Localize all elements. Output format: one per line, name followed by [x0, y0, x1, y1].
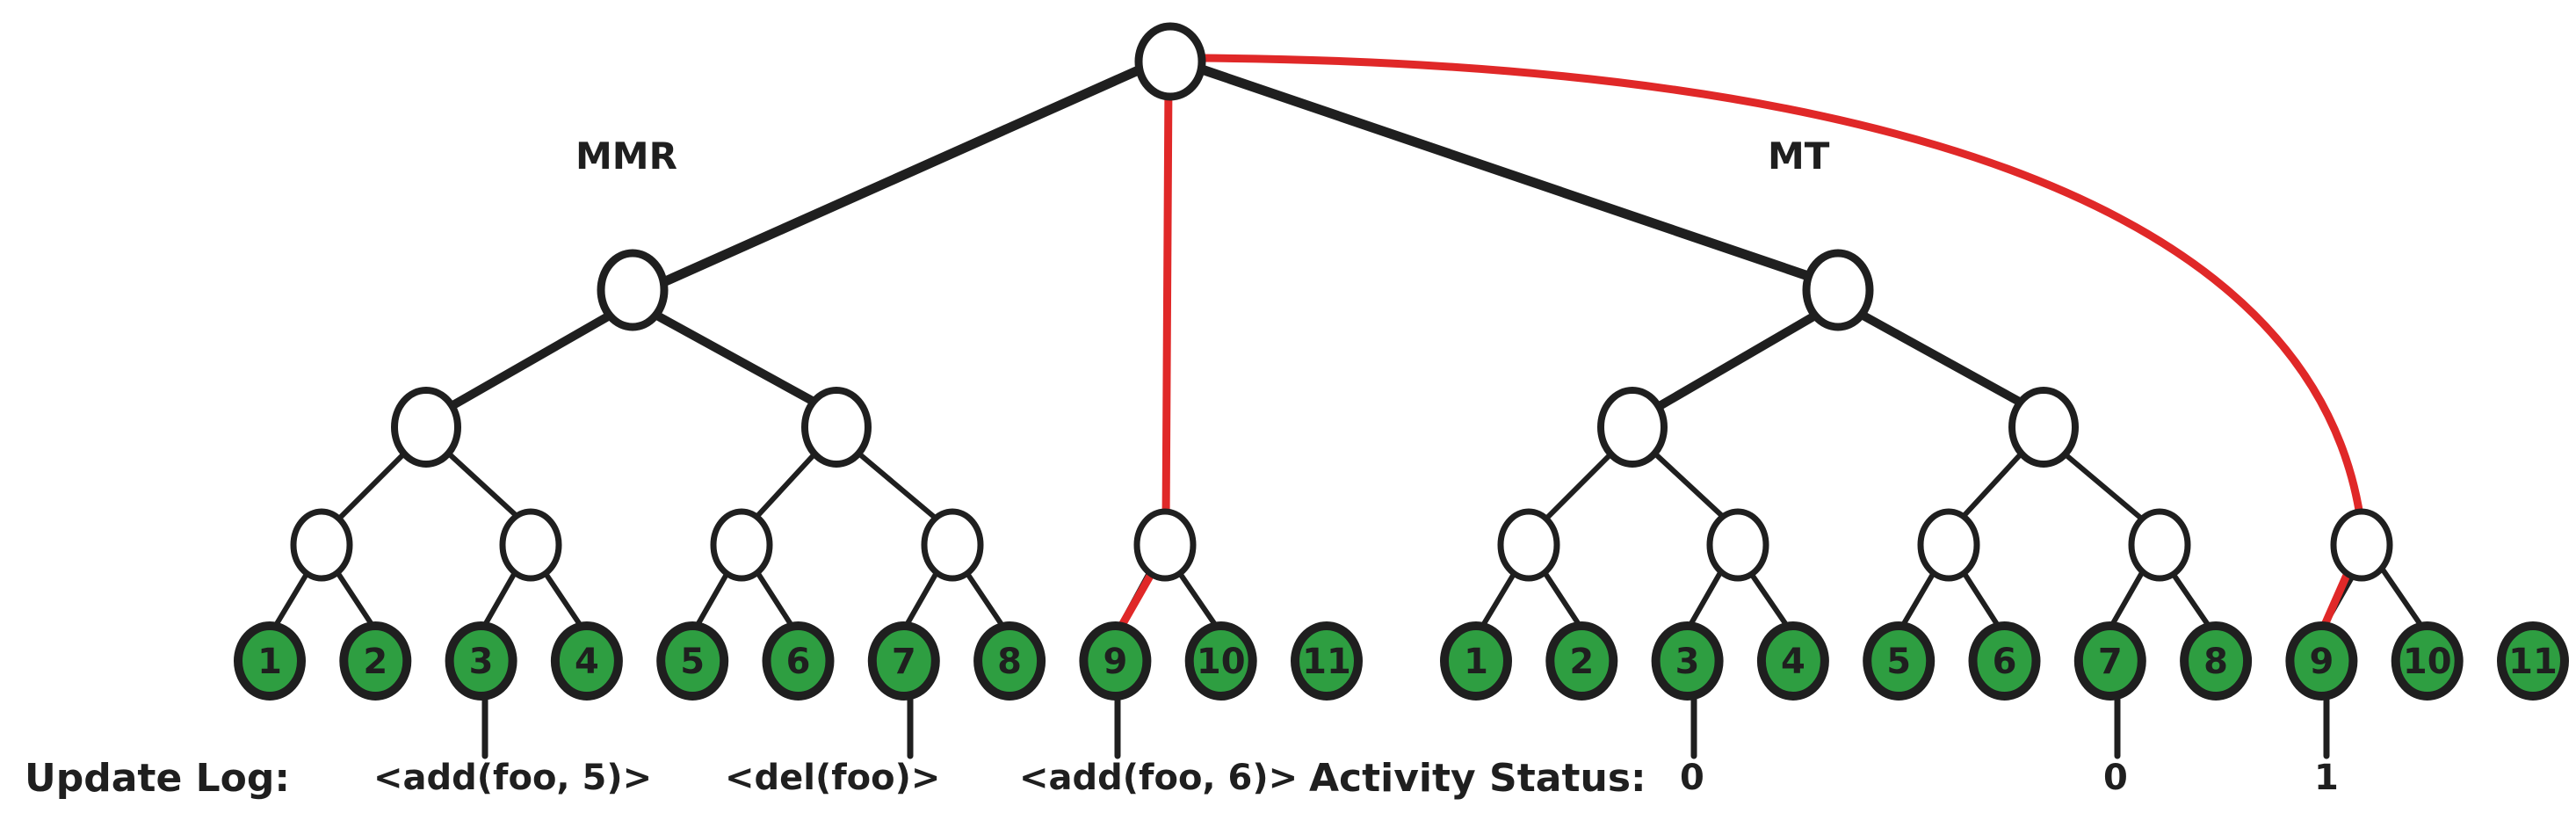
mmr-node-l3-d	[921, 508, 984, 582]
mmr-edges	[270, 63, 1222, 634]
mt-leaf-3[interactable]	[1651, 621, 1724, 701]
mt-leaf-label-9: 9	[2309, 642, 2334, 682]
mmr-internal-nodes[interactable]	[290, 249, 1197, 582]
mmr-leaf-2[interactable]	[339, 621, 412, 701]
mmr-node-l3-a	[290, 508, 353, 582]
mt-leaf-label-11: 11	[2508, 642, 2558, 682]
label-mmr: MMR	[575, 134, 677, 178]
mt-leaf-label-8: 8	[2203, 642, 2228, 682]
mmr-leaf-8[interactable]	[973, 621, 1046, 701]
mmr-node-l3-c	[710, 508, 773, 582]
label-mt: MT	[1768, 134, 1830, 178]
mt-node-l3-d	[2128, 508, 2191, 582]
mmr-leaf-3[interactable]	[445, 621, 517, 701]
mmr-leaf-label-1: 1	[257, 642, 282, 682]
update-log-entry-3: <add(foo, 6)>	[1019, 758, 1298, 798]
mt-leaf-label-4: 4	[1781, 642, 1805, 682]
mmr-leaf-4[interactable]	[550, 621, 623, 701]
activity-status-entry-2: 0	[2103, 758, 2128, 798]
mt-node-l3-b	[1706, 508, 1769, 582]
mmr-leaves[interactable]: 1 2 3 4 5 6 7 8 9 10 11	[234, 621, 1363, 701]
mt-node-l3-a	[1497, 508, 1560, 582]
mmr-leaf-label-4: 4	[575, 642, 599, 682]
mt-leaf-label-10: 10	[2403, 642, 2452, 682]
mt-leaf-label-7: 7	[2098, 642, 2123, 682]
mt-node-l2-a	[1597, 387, 1668, 468]
mt-leaf-7[interactable]	[2073, 621, 2146, 701]
mmr-leaf-label-3: 3	[469, 642, 494, 682]
mt-leaf-1[interactable]	[1440, 621, 1512, 701]
mt-leaf-11[interactable]	[2497, 621, 2569, 701]
mt-internal-nodes[interactable]	[1497, 249, 2393, 582]
mt-leaf-8[interactable]	[2180, 621, 2253, 701]
activity-status-entry-3: 1	[2314, 758, 2339, 798]
mmr-leaf-10[interactable]	[1184, 621, 1257, 701]
mt-node-top	[1802, 249, 1874, 331]
mt-node-l3-e	[2330, 508, 2393, 582]
mmr-node-l3-b	[499, 508, 562, 582]
mmr-leaf-label-8: 8	[997, 642, 1022, 682]
mmr-leaf-6[interactable]	[762, 621, 835, 701]
mt-leaf-label-1: 1	[1464, 642, 1488, 682]
mmr-leaf-label-9: 9	[1103, 642, 1127, 682]
mmr-node-l2-a	[391, 387, 461, 468]
mmr-leaf-7[interactable]	[867, 621, 940, 701]
mt-leaf-label-2: 2	[1569, 642, 1594, 682]
update-log-entry-2: <del(foo)>	[725, 758, 940, 798]
mmr-node-l2-b	[801, 387, 872, 468]
highlight-path-mt	[1196, 54, 2366, 532]
mmr-leaf-label-5: 5	[680, 642, 705, 682]
highlight-path-mmr	[1161, 75, 1173, 530]
mt-edges	[1194, 63, 2428, 634]
mt-leaf-label-5: 5	[1886, 642, 1911, 682]
activity-status-entry-1: 0	[1680, 758, 1704, 798]
mt-node-l3-c	[1917, 508, 1980, 582]
mmr-node-l3-e	[1133, 508, 1197, 582]
mt-node-l2-b	[2008, 387, 2079, 468]
mt-leaf-10[interactable]	[2391, 621, 2464, 701]
mmr-leaf-label-10: 10	[1197, 642, 1246, 682]
mt-leaf-5[interactable]	[1863, 621, 1936, 701]
mmr-leaf-label-7: 7	[892, 642, 916, 682]
leaf-stems	[481, 686, 2330, 759]
mmr-leaf-1[interactable]	[234, 621, 306, 701]
mmr-leaf-label-6: 6	[786, 642, 811, 682]
mt-leaf-2[interactable]	[1545, 621, 1618, 701]
mt-leaf-label-6: 6	[1993, 642, 2017, 682]
update-log-entry-1: <add(foo, 5)>	[373, 758, 652, 798]
mmr-leaf-11[interactable]	[1291, 621, 1363, 701]
mmr-leaf-5[interactable]	[656, 621, 729, 701]
mmr-node-top	[597, 249, 669, 331]
mmr-leaf-label-2: 2	[363, 642, 387, 682]
mt-leaf-6[interactable]	[1968, 621, 2041, 701]
mt-leaf-label-3: 3	[1675, 642, 1700, 682]
mt-leaf-4[interactable]	[1756, 621, 1829, 701]
mt-leaf-9[interactable]	[2285, 621, 2358, 701]
mt-leaves[interactable]: 1 2 3 4 5 6 7 8 9 10 11	[1440, 621, 2569, 701]
label-activity-status: Activity Status:	[1309, 756, 1646, 801]
mmr-leaf-label-11: 11	[1302, 642, 1351, 682]
root-node[interactable]	[1134, 22, 1206, 101]
label-update-log: Update Log:	[25, 756, 290, 801]
mmr-leaf-9[interactable]	[1079, 621, 1152, 701]
